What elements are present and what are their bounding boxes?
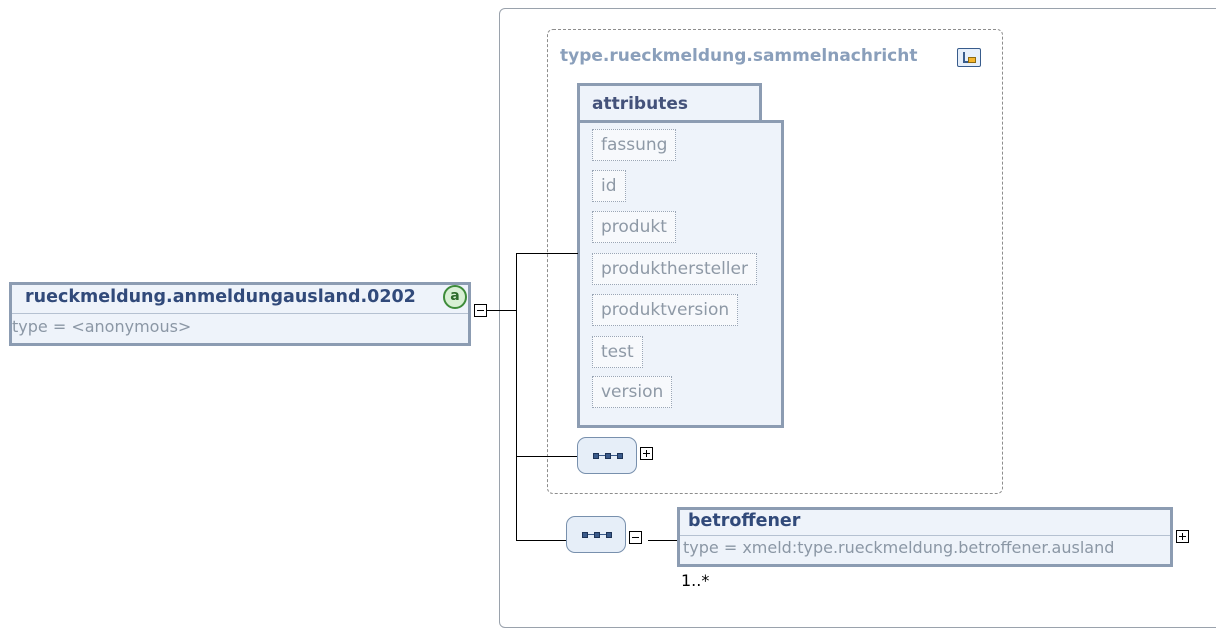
betroffener-element-name: betroffener (688, 511, 801, 531)
connector-trunk (516, 253, 517, 540)
attributes-header-notch (762, 83, 784, 123)
connector-line (487, 310, 517, 311)
complex-type-name[interactable]: type.rueckmeldung.sammelnachricht (560, 46, 918, 66)
attribute-test[interactable]: test (592, 336, 643, 368)
attribute-produktversion[interactable]: produktversion (592, 294, 739, 326)
attributes-indicator-icon: a (443, 285, 467, 309)
betroffener-element-type: type = xmeld:type.rueckmeldung.betroffen… (683, 538, 1115, 557)
root-collapse-toggle[interactable] (474, 304, 487, 317)
root-element-box[interactable] (9, 282, 471, 346)
root-element-type: type = <anonymous> (12, 317, 192, 336)
sequence-expand-toggle[interactable] (640, 447, 653, 460)
complex-type-icon (957, 48, 981, 67)
betroffener-element-box[interactable] (677, 507, 1173, 567)
attribute-produkt[interactable]: produkt (592, 211, 676, 243)
complex-type-group (547, 29, 1003, 494)
attributes-header[interactable] (577, 83, 762, 123)
attribute-fassung[interactable]: fassung (592, 129, 677, 161)
attribute-version[interactable]: version (592, 376, 673, 408)
root-element-divider (12, 313, 468, 314)
root-element-name: rueckmeldung.anmeldungausland.0202 (25, 287, 416, 307)
child-sequence-collapse-toggle[interactable] (629, 531, 642, 544)
connector-line-sequence (516, 456, 578, 457)
attribute-produkthersteller[interactable]: produkthersteller (592, 253, 757, 285)
betroffener-expand-toggle[interactable] (1176, 530, 1189, 543)
connector-line-attributes (516, 253, 578, 254)
attributes-title: attributes (592, 94, 688, 114)
cardinality-label: 1..* (681, 571, 710, 590)
connector-line-betroffener (648, 540, 678, 541)
connector-line-child-sequence (516, 540, 566, 541)
betroffener-divider (680, 535, 1170, 536)
child-sequence-compositor-icon[interactable] (566, 516, 626, 553)
sequence-compositor-icon[interactable] (577, 437, 637, 474)
attribute-id[interactable]: id (592, 170, 626, 202)
